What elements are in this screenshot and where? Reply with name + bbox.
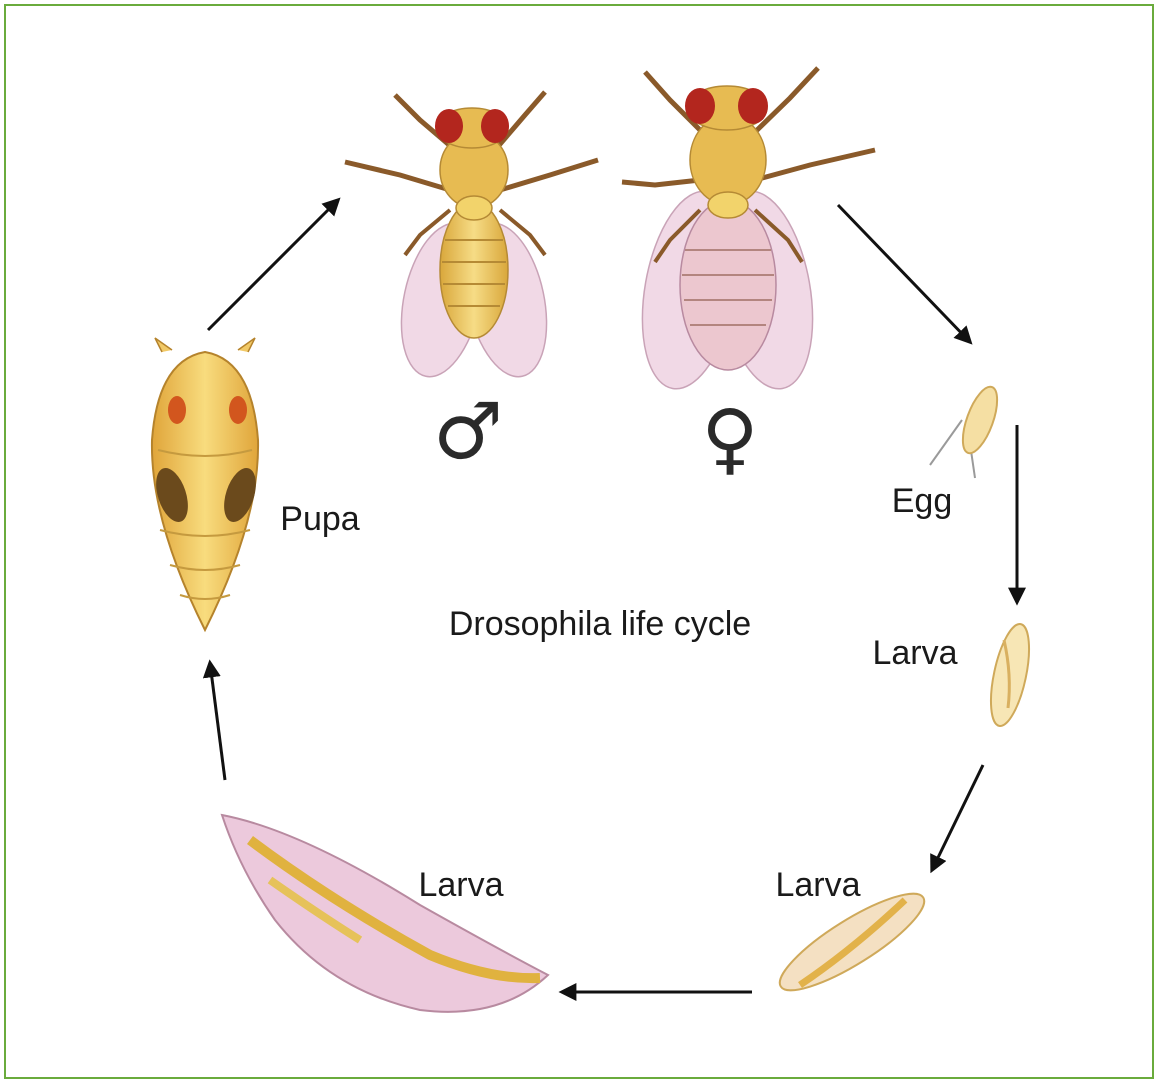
diagram-title: Drosophila life cycle — [449, 605, 751, 643]
larva-first-illustration — [984, 621, 1037, 729]
pupa-label: Pupa — [280, 500, 359, 538]
arrow-adult-to-egg — [838, 205, 970, 342]
pupa-illustration — [150, 338, 262, 630]
larva-second-label: Larva — [775, 866, 860, 904]
larva-third-label: Larva — [418, 866, 503, 904]
male-fly-illustration — [345, 92, 598, 384]
larva-third-illustration — [222, 815, 548, 1012]
arrow-larva-to-pupa — [210, 663, 225, 780]
egg-label: Egg — [892, 482, 953, 520]
arrow-pupa-to-adult — [208, 200, 338, 330]
egg-illustration — [930, 383, 1004, 478]
female-symbol: ♀ — [701, 394, 758, 484]
male-symbol: ♂ — [433, 387, 503, 477]
larva-first-label: Larva — [872, 634, 957, 672]
arrow-larva-to-larva — [932, 765, 983, 870]
female-fly-illustration — [622, 68, 875, 396]
